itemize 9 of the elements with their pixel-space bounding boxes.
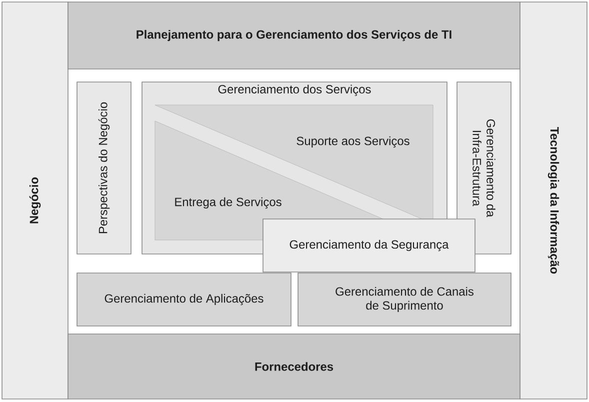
process-box: Gerenciamento de Canais de Suprimento — [298, 272, 512, 326]
process-box: Gerenciamento da Segurança — [262, 218, 476, 272]
vertical-box: Gerenciamento da Infra-Estrutura — [456, 82, 512, 254]
vertical-box: Perspectivas do Negócio — [76, 82, 132, 254]
side-panel: Negócio — [2, 2, 68, 400]
process-box: Gerenciamento de Aplicações — [76, 272, 292, 326]
side-panel: Tecnologia da Informação — [520, 2, 588, 400]
footer-band: Fornecedores — [68, 334, 520, 400]
header-band: Planejamento para o Gerenciamento dos Serviços de TI — [68, 2, 520, 70]
